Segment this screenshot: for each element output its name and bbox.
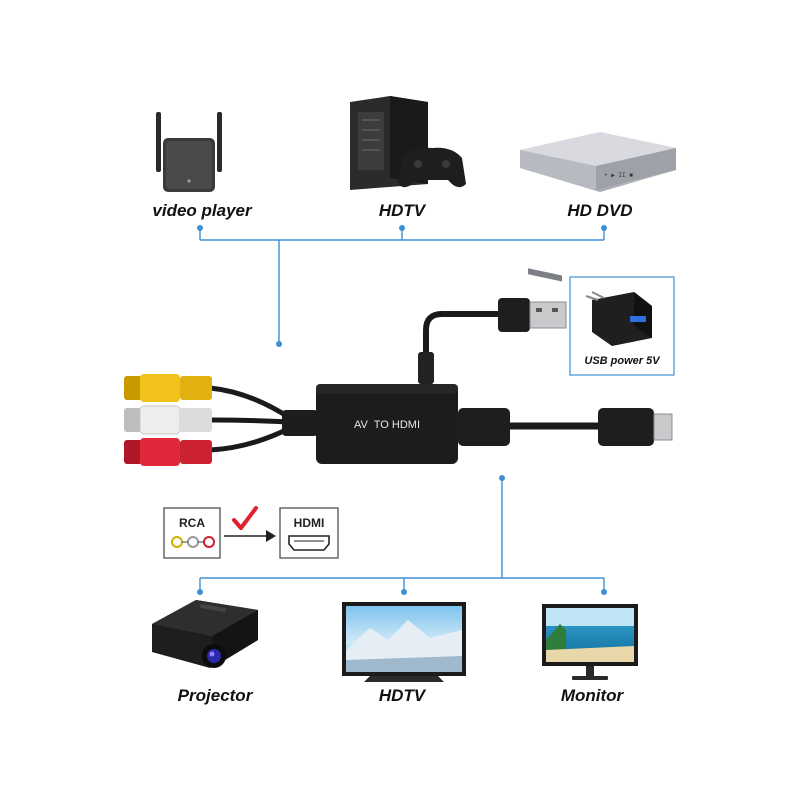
display-label-hdtv: HDTV (379, 686, 427, 705)
video-player-icon (156, 112, 222, 192)
hdmi-port-icon (288, 535, 330, 551)
source-label-hd-dvd: HD DVD (567, 201, 632, 220)
rca-plug-yellow (124, 374, 212, 402)
display-label-projector: Projector (178, 686, 254, 705)
source-label-video-player: video player (152, 201, 253, 220)
converter-label: AV TO HDMI (354, 419, 420, 431)
rca-card (163, 507, 221, 559)
rca-cables (209, 385, 318, 453)
hdmi-cable (458, 408, 673, 446)
signal-conversion-graphic: RCA HDMI (163, 506, 339, 559)
dvd-player-icon: • ▶ II ■ (520, 132, 676, 282)
source-connector-lines (197, 225, 607, 347)
monitor-icon (542, 604, 638, 680)
display-label-monitor: Monitor (561, 686, 625, 705)
checkmark-icon (232, 506, 258, 530)
power-panel: USB power 5V (569, 276, 675, 376)
power-label: USB power 5V (584, 355, 661, 367)
tv-icon (342, 602, 466, 682)
source-label-hdtv: HDTV (379, 201, 427, 220)
arrow-right-icon (266, 530, 276, 542)
rca-label: RCA (179, 516, 205, 530)
game-console-icon (350, 96, 466, 190)
rca-plug-white (124, 405, 212, 435)
hdmi-label: HDMI (294, 516, 325, 530)
svg-text:• ▶ II ■: • ▶ II ■ (604, 172, 633, 179)
usb-cable (418, 298, 567, 384)
av-to-hdmi-converter: AV TO HDMI (316, 384, 458, 464)
rca-plug-red (124, 438, 212, 466)
usb-charger-icon (585, 291, 652, 346)
projector-icon (152, 600, 258, 668)
display-connector-lines (197, 475, 607, 595)
